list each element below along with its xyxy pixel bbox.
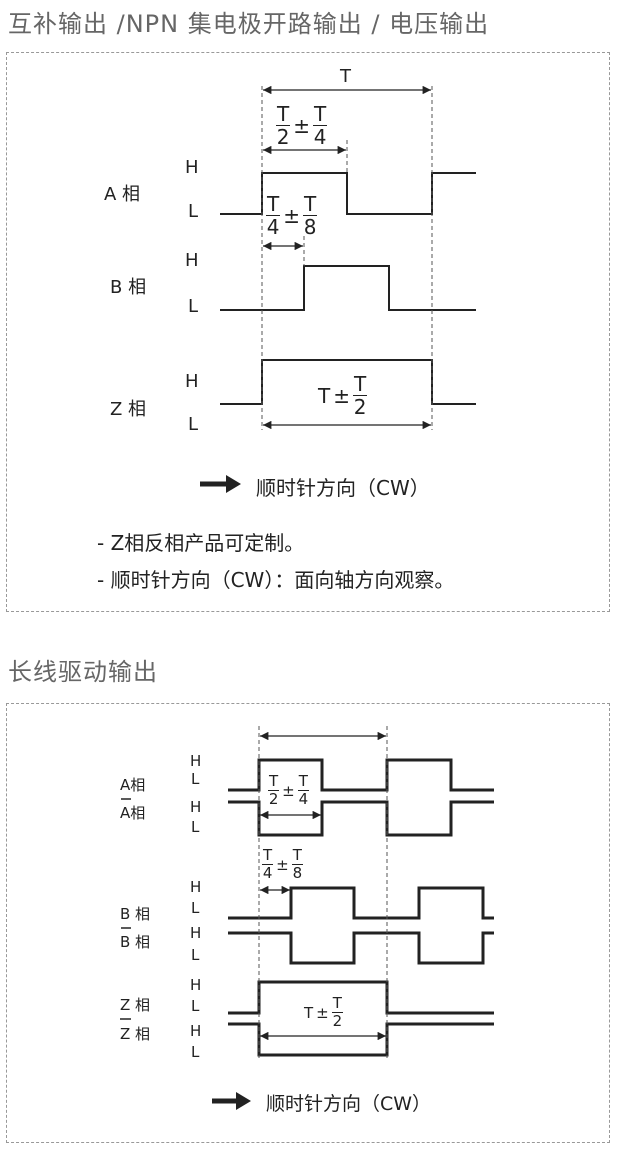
b2-bar-label: B 相 — [120, 933, 151, 951]
direction-arrow-head — [226, 475, 241, 493]
waveform-z2 — [228, 980, 494, 1015]
z2-low: L — [191, 997, 200, 1015]
a2-high: H — [190, 752, 202, 770]
waveform-z2-bar — [228, 1022, 494, 1057]
period-label: T — [340, 66, 351, 87]
waveform-b2 — [228, 886, 494, 920]
a-low: L — [188, 201, 199, 222]
z2-bar-high: H — [190, 1022, 202, 1040]
z-label: Z 相 — [110, 399, 147, 420]
z-high: H — [185, 371, 199, 392]
waveform-z — [220, 359, 476, 405]
b2-low: L — [191, 899, 200, 917]
b2-bar-low: L — [191, 946, 200, 964]
a2-bar-high: H — [190, 798, 202, 816]
direction2-arrow-head — [236, 1092, 251, 1110]
a-high: H — [185, 157, 199, 178]
a2-bar-label: A相 — [120, 804, 146, 822]
section1-title: 互补输出 /NPN 集电极开路输出 / 电压输出 — [8, 10, 490, 38]
b-label: B 相 — [110, 277, 147, 298]
z2-bar-label: Z 相 — [120, 1025, 151, 1043]
direction2-label: 顺时针方向（CW） — [266, 1093, 432, 1115]
b2-high: H — [190, 878, 202, 896]
section1-panel — [6, 52, 610, 612]
direction-label: 顺时针方向（CW） — [256, 476, 430, 500]
section2-title: 长线驱动输出 — [8, 658, 158, 686]
note-2: - 顺时针方向（CW）：面向轴方向观察。 — [97, 568, 455, 592]
a2-label: A相 — [120, 776, 146, 794]
z2-high: H — [190, 976, 202, 994]
a-label: A 相 — [104, 184, 141, 205]
b2-bar-high: H — [190, 924, 202, 942]
b2-label: B 相 — [120, 905, 151, 923]
z2-label: Z 相 — [120, 996, 151, 1014]
waveform-b — [220, 265, 476, 311]
b-low: L — [188, 296, 199, 317]
waveform-b2-bar — [228, 931, 494, 965]
section2-panel — [6, 703, 610, 1143]
b-high: H — [185, 250, 199, 271]
z2-bar-low: L — [191, 1043, 200, 1061]
z-low: L — [188, 414, 199, 435]
a2-bar-low: L — [191, 818, 200, 836]
a2-low: L — [191, 770, 200, 788]
note-1: - Z相反相产品可定制。 — [97, 531, 305, 555]
